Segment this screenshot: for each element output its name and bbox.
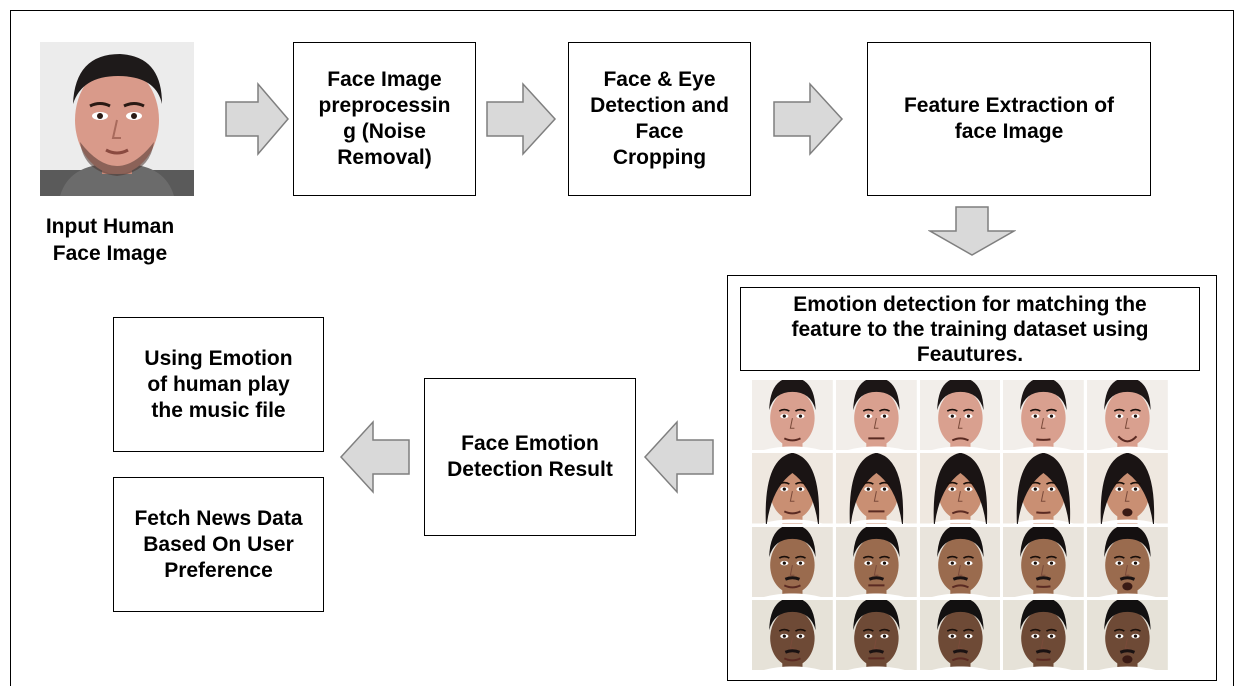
arrow-right-icon — [225, 82, 289, 156]
face-thumbnail-icon — [1087, 453, 1168, 524]
face-thumbnail-icon — [835, 526, 917, 597]
face-photo-icon — [40, 42, 194, 196]
face-thumbnail-icon — [835, 380, 917, 451]
feature-extraction-box: Feature Extraction of face Image — [867, 42, 1151, 196]
face-thumbnail-icon — [1003, 599, 1085, 670]
face-eye-detection-box: Face & Eye Detection and Face Cropping — [568, 42, 751, 196]
emotion-detection-box: Emotion detection for matching the featu… — [740, 287, 1200, 371]
face-thumbnail-icon — [752, 453, 833, 524]
face-thumbnail-icon — [1003, 453, 1085, 524]
face-thumbnail-icon — [1003, 380, 1085, 451]
face-thumbnail-icon — [835, 599, 917, 670]
face-thumbnail-icon — [1003, 526, 1085, 597]
face-thumbnail-icon — [919, 453, 1001, 524]
face-thumbnail-icon — [752, 599, 833, 670]
face-thumbnail-icon — [919, 380, 1001, 451]
face-thumbnail-icon — [1087, 526, 1168, 597]
play-music-box: Using Emotion of human play the music fi… — [113, 317, 324, 452]
input-face-label: Input Human Face Image — [45, 215, 175, 265]
arrow-right-icon — [486, 82, 557, 156]
face-thumbnail-icon — [1087, 380, 1168, 451]
face-thumbnail-icon — [752, 526, 833, 597]
face-thumbnail-icon — [752, 380, 833, 451]
face-thumbnail-icon — [919, 599, 1001, 670]
arrow-left-icon — [339, 420, 410, 494]
face-thumbnail-icon — [1087, 599, 1168, 670]
arrow-right-icon — [773, 82, 844, 156]
arrow-down-icon — [928, 206, 1016, 256]
diagram-frame — [10, 10, 1234, 686]
arrow-left-icon — [643, 420, 714, 494]
emotion-result-box: Face Emotion Detection Result — [424, 378, 636, 536]
fetch-news-box: Fetch News Data Based On User Preference — [113, 477, 324, 612]
input-face-photo — [40, 42, 194, 196]
preprocessing-box: Face Image preprocessin g (Noise Removal… — [293, 42, 476, 196]
face-thumbnail-icon — [835, 453, 917, 524]
face-thumbnail-icon — [919, 526, 1001, 597]
training-dataset-grid — [752, 380, 1168, 670]
